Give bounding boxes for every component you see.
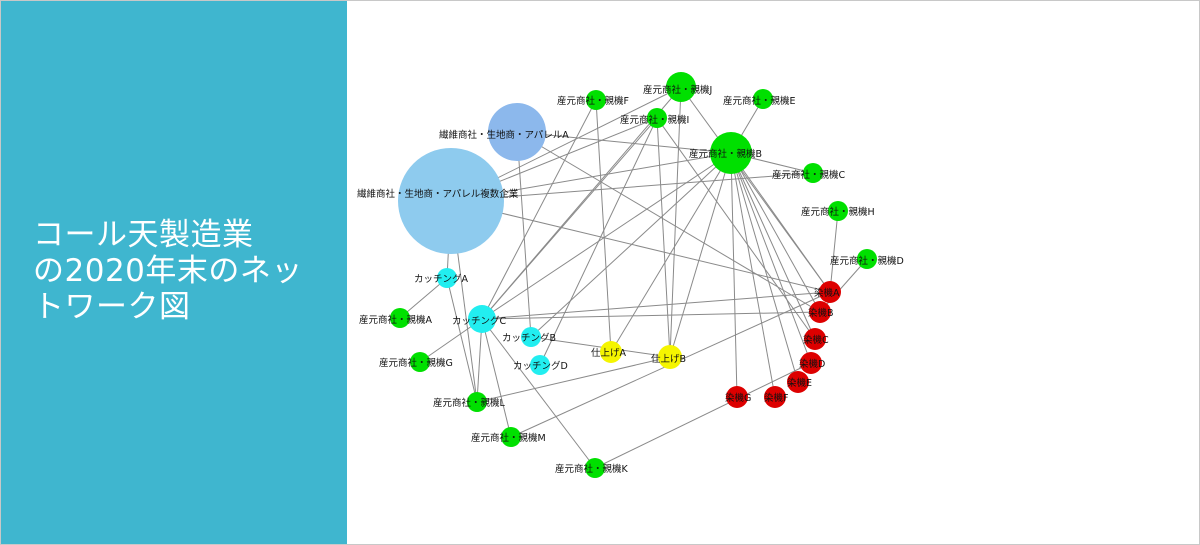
node-finA [600, 341, 622, 363]
label-layer: 繊維商社・生地商・アパレル複数企業 繊維商社・生地商・アパレルA 産元商社・親機F 産… [357, 84, 904, 475]
edge-weaverK-dyeD [594, 362, 812, 469]
edge-weaverD-dyeB [819, 258, 868, 313]
node-cutB [521, 327, 541, 347]
edge-weaverI-finB [656, 117, 671, 358]
node-label-weaverE: 産元商社・親機E [723, 95, 796, 107]
node-label-weaverB: 産元商社・親機B [689, 148, 762, 160]
node-label-weaverD: 産元商社・親機D [830, 255, 904, 267]
node-weaverC [803, 163, 823, 183]
node-label-finA: 仕上げA [591, 347, 627, 359]
edge-cutC-weaverM [481, 318, 512, 438]
node-weaverA [390, 308, 410, 328]
node-weaverK [585, 458, 605, 478]
node-label-weaverA: 産元商社・親機A [359, 314, 433, 326]
edge-weaverI-dyeC [656, 117, 816, 340]
node-label-weaverH: 産元商社・親機H [801, 206, 875, 218]
edge-apparelMulti-weaverC [450, 172, 814, 202]
node-weaverG [410, 352, 430, 372]
node-cutD [530, 355, 550, 375]
node-dyeE [787, 371, 809, 393]
node-label-apparelMulti: 繊維商社・生地商・アパレル複数企業 [357, 188, 519, 200]
edge-weaverB-finA [610, 152, 732, 353]
edge-apparelA-weaverB [516, 131, 732, 154]
node-label-weaverG: 産元商社・親機G [379, 357, 453, 369]
node-label-dyeE: 染機E [787, 377, 812, 389]
node-label-weaverK: 産元商社・親機K [555, 463, 629, 475]
edge-weaverI-cutC [481, 117, 658, 320]
node-label-cutC: カッチングC [452, 315, 507, 327]
node-cutC [468, 305, 496, 333]
node-label-dyeB: 染機B [808, 307, 834, 319]
node-weaverL [467, 392, 487, 412]
edge-weaverJ-finB [669, 86, 682, 358]
node-label-dyeC: 染機C [803, 334, 829, 346]
node-label-finB: 仕上げB [651, 353, 686, 365]
edge-weaverH-dyeA [829, 210, 839, 293]
edge-cutC-dyeB [481, 311, 821, 320]
node-weaverI [647, 108, 667, 128]
node-dyeB [809, 301, 831, 323]
edge-cutC-dyeA [481, 291, 831, 320]
node-finB [658, 345, 682, 369]
node-dyeD [800, 352, 822, 374]
edge-weaverF-finA [595, 99, 612, 353]
edge-cutB-finB [530, 336, 671, 358]
node-weaverH [828, 201, 848, 221]
slide-title-line-3: トワーク図 [33, 289, 191, 325]
edge-layer [399, 86, 868, 469]
node-label-apparelA: 繊維商社・生地商・アパレルA [439, 129, 569, 141]
node-label-cutA: カッチングA [414, 273, 469, 285]
edge-cutA-weaverA [399, 277, 448, 319]
edge-weaverB-dyeB [730, 152, 821, 313]
network-diagram: 繊維商社・生地商・アパレル複数企業 繊維商社・生地商・アパレルA 産元商社・親機F 産… [357, 72, 904, 478]
node-label-dyeD: 染機D [799, 358, 825, 370]
edge-cutA-weaverL [446, 277, 478, 403]
node-dyeC [804, 328, 826, 350]
edge-weaverB-finB [669, 152, 732, 358]
edge-weaverB-dyeD [730, 152, 812, 364]
node-weaverE [753, 89, 773, 109]
edge-weaverB-cutB [530, 152, 732, 338]
title-panel: コール天製造業 の2020年末のネッ トワーク図 [1, 1, 347, 544]
node-cutA [437, 268, 457, 288]
node-weaverF [586, 90, 606, 110]
node-label-weaverL: 産元商社・親機L [433, 397, 506, 409]
node-dyeF [764, 386, 786, 408]
node-weaverD [857, 249, 877, 269]
slide-title: コール天製造業 の2020年末のネッ トワーク図 [33, 217, 333, 325]
node-weaverJ [666, 72, 696, 102]
node-label-dyeA: 染機A [814, 287, 840, 299]
node-label-cutB: カッチングB [502, 332, 556, 344]
edge-apparelA-cutB [516, 131, 532, 338]
node-dyeG [726, 386, 748, 408]
edge-cutC-weaverK [481, 318, 596, 469]
edge-apparelA-dyeB [516, 131, 821, 313]
slide-title-line-2: の2020年末のネッ [33, 253, 303, 289]
edge-weaverB-dyeF [730, 152, 776, 398]
edge-weaverB-dyeG [730, 152, 738, 398]
node-weaverM [501, 427, 521, 447]
node-label-dyeG: 染機G [725, 392, 751, 404]
node-label-weaverJ: 産元商社・親機J [643, 84, 712, 96]
node-apparelMulti [398, 148, 504, 254]
node-apparelA [488, 103, 546, 161]
node-label-weaverI: 産元商社・親機I [620, 114, 689, 126]
edge-weaverB-dyeE [730, 152, 799, 383]
edge-weaverL-finB [476, 356, 671, 403]
edge-weaverF-cutC [481, 99, 597, 320]
edge-weaverB-dyeA [730, 152, 831, 293]
node-label-cutD: カッチングD [513, 360, 568, 372]
node-label-weaverM: 産元商社・親機M [471, 432, 546, 444]
edge-weaverB-cutC [481, 152, 732, 320]
slide-title-line-1: コール天製造業 [33, 217, 254, 253]
node-layer [390, 72, 877, 478]
edge-weaverB-dyeC [730, 152, 816, 340]
node-label-weaverC: 産元商社・親機C [772, 169, 846, 181]
node-dyeA [819, 281, 841, 303]
node-label-weaverF: 産元商社・親機F [557, 95, 629, 107]
node-label-dyeF: 染機F [764, 392, 788, 404]
node-weaverB [710, 132, 752, 174]
